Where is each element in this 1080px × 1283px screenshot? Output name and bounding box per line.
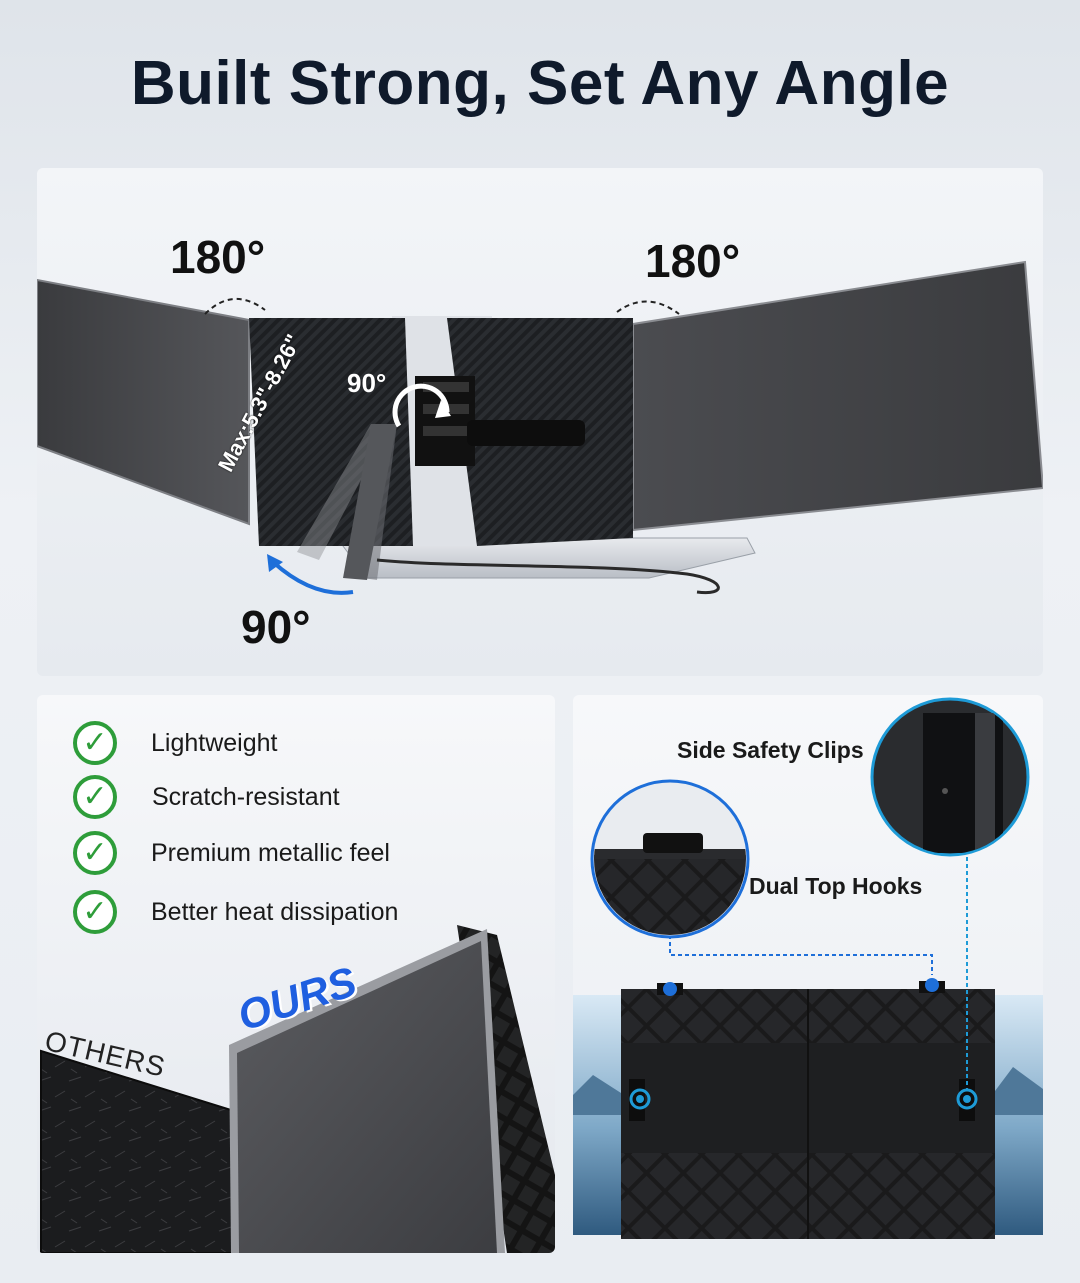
feature-item: ✓ Better heat dissipation [73,890,398,934]
left-hinge-angle: 180° [170,231,266,283]
clip-hook-illustration [573,697,1043,1239]
feature-item: ✓ Lightweight [73,721,277,765]
right-screen [632,260,1043,532]
check-icon: ✓ [73,775,117,819]
page-title: Built Strong, Set Any Angle [130,49,950,118]
feature-label: Scratch-resistant [152,782,340,811]
feature-item: ✓ Scratch-resistant [73,775,340,819]
feature-item: ✓ Premium metallic feel [73,831,390,875]
comparison-illustration [40,925,555,1253]
details-panel: Side Safety Clips Dual Top Hooks [573,695,1043,1253]
kickstand-angle: 90° [241,601,311,653]
feature-label: Premium metallic feel [151,838,390,867]
check-icon: ✓ [73,721,117,765]
right-hinge-angle: 180° [645,235,741,287]
angle-demo-panel: 180° 180° 90° 90° Max:5.3"-8.26" [37,168,1043,676]
feature-label: Lightweight [151,728,278,757]
feature-label: Better heat dissipation [151,897,399,926]
monitor-illustration [37,260,1043,595]
check-icon: ✓ [73,890,117,934]
features-panel: ✓ Lightweight ✓ Scratch-resistant ✓ Prem… [37,695,555,1253]
top-hooks-label: Dual Top Hooks [749,873,923,899]
side-clips-label: Side Safety Clips [677,737,864,763]
check-icon: ✓ [73,831,117,875]
stand-rotate-angle: 90° [347,368,387,398]
left-screen [37,278,250,526]
